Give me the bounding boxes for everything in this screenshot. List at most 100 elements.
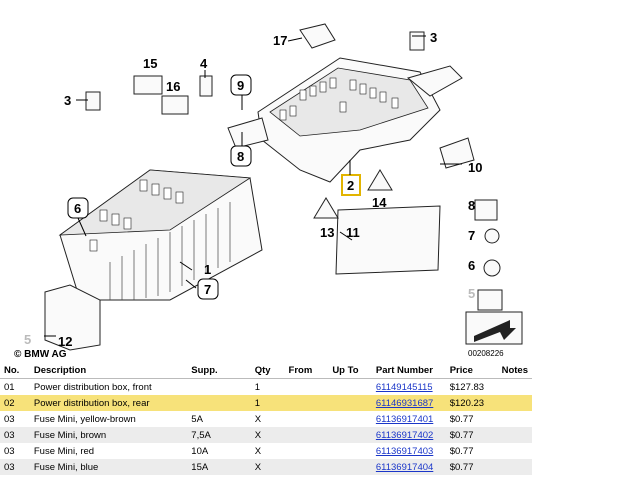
cell-supp xyxy=(187,378,251,395)
callout-labels: 17 3 15 4 16 3 9 8 2 14 10 6 13 11 1 7 8… xyxy=(14,30,504,360)
cell-part-number: 61136917402 xyxy=(371,427,446,443)
cell-notes xyxy=(497,443,532,459)
cell-no: 03 xyxy=(0,411,30,427)
copyright: © BMW AG xyxy=(14,349,67,360)
cell-notes xyxy=(497,459,532,475)
cell-no: 03 xyxy=(0,443,30,459)
diagram-number: 00208226 xyxy=(468,349,504,358)
table-row-highlighted: 02 Power distribution box, rear 1 611469… xyxy=(0,395,532,411)
cell-no: 01 xyxy=(0,378,30,395)
callout-3-left: 3 xyxy=(64,93,71,108)
cell-up-to xyxy=(328,443,372,459)
parts-table: No. Description Supp. Qty From Up To Par… xyxy=(0,362,532,475)
cell-description: Power distribution box, rear xyxy=(29,395,188,411)
cell-from xyxy=(284,395,329,411)
callout-13: 13 xyxy=(320,225,334,240)
callout-1: 1 xyxy=(204,262,211,277)
part-number-link[interactable]: 61136917401 xyxy=(375,413,434,425)
cell-price: $120.23 xyxy=(445,395,498,411)
cell-up-to xyxy=(328,378,372,395)
cell-from xyxy=(284,378,329,395)
header-up-to: Up To xyxy=(328,362,372,379)
header-from: From xyxy=(284,362,329,379)
cell-description: Fuse Mini, red xyxy=(29,443,188,459)
cell-from xyxy=(284,459,329,475)
callout-4: 4 xyxy=(200,56,208,71)
cell-notes xyxy=(497,411,532,427)
callout-5-right: 5 xyxy=(468,286,475,301)
header-price: Price xyxy=(445,362,498,379)
cell-price: $127.83 xyxy=(445,378,498,395)
header-supp: Supp. xyxy=(187,362,251,379)
callout-12: 12 xyxy=(58,334,72,349)
part-number-link[interactable]: 61146931687 xyxy=(375,397,434,409)
table-row: 03 Fuse Mini, blue 15A X 61136917404 $0.… xyxy=(0,459,532,475)
cell-qty: X xyxy=(250,459,285,475)
part-number-link[interactable]: 61136917403 xyxy=(375,445,434,457)
callout-15: 15 xyxy=(143,56,157,71)
cell-supp: 10A xyxy=(187,443,251,459)
cell-from xyxy=(284,427,329,443)
callout-5-left: 5 xyxy=(24,332,31,347)
header-qty: Qty xyxy=(250,362,285,379)
part-number-link[interactable]: 61136917402 xyxy=(375,429,434,441)
cell-qty: X xyxy=(250,443,285,459)
cell-up-to xyxy=(328,411,372,427)
header-part-number: Part Number xyxy=(371,362,446,379)
header-no: No. xyxy=(0,362,30,379)
cell-qty: X xyxy=(250,411,285,427)
callout-9: 9 xyxy=(237,78,244,93)
cell-description: Fuse Mini, blue xyxy=(29,459,188,475)
cell-up-to xyxy=(328,459,372,475)
cell-notes xyxy=(497,427,532,443)
callout-11: 11 xyxy=(346,225,360,240)
callout-10: 10 xyxy=(468,160,482,175)
table-row: 01 Power distribution box, front 1 61149… xyxy=(0,378,532,395)
part-number-link[interactable]: 61149145115 xyxy=(375,381,433,393)
cell-price: $0.77 xyxy=(445,411,498,427)
cell-price: $0.77 xyxy=(445,427,498,443)
cell-no: 03 xyxy=(0,427,30,443)
cell-part-number: 61149145115 xyxy=(371,378,446,395)
cell-supp xyxy=(187,395,251,411)
cell-description: Fuse Mini, brown xyxy=(29,427,188,443)
cell-part-number: 61136917403 xyxy=(371,443,446,459)
leader-lines xyxy=(44,35,462,337)
parts-diagram: 17 3 15 4 16 3 9 8 2 14 10 6 13 11 1 7 8… xyxy=(14,23,523,360)
cell-supp: 7,5A xyxy=(187,427,251,443)
callout-3: 3 xyxy=(430,30,437,45)
cell-description: Power distribution box, front xyxy=(29,378,188,395)
callout-17: 17 xyxy=(273,33,287,48)
cell-part-number: 61136917401 xyxy=(371,411,446,427)
cell-notes xyxy=(497,395,532,411)
callout-16: 16 xyxy=(166,79,180,94)
callout-2: 2 xyxy=(347,178,354,193)
cell-up-to xyxy=(328,427,372,443)
part-number-link[interactable]: 61136917404 xyxy=(375,461,434,473)
header-notes: Notes xyxy=(497,362,532,379)
cell-no: 03 xyxy=(0,459,30,475)
rear-distribution-box-drawing xyxy=(227,57,463,183)
cell-price: $0.77 xyxy=(445,443,498,459)
table-row: 03 Fuse Mini, red 10A X 61136917403 $0.7… xyxy=(0,443,532,459)
cell-qty: X xyxy=(250,427,285,443)
header-description: Description xyxy=(29,362,188,379)
cell-supp: 5A xyxy=(187,411,251,427)
table-row: 03 Fuse Mini, yellow-brown 5A X 61136917… xyxy=(0,411,532,427)
front-distribution-box-drawing xyxy=(44,169,263,351)
cell-price: $0.77 xyxy=(445,459,498,475)
callout-8-right: 8 xyxy=(468,198,475,213)
cell-part-number: 61136917404 xyxy=(371,459,446,475)
cell-part-number: 61146931687 xyxy=(371,395,446,411)
callout-7: 7 xyxy=(204,282,211,297)
table-row: 03 Fuse Mini, brown 7,5A X 61136917402 $… xyxy=(0,427,532,443)
cell-supp: 15A xyxy=(187,459,251,475)
callout-8: 8 xyxy=(237,149,244,164)
table-header-row: No. Description Supp. Qty From Up To Par… xyxy=(0,362,532,379)
cell-up-to xyxy=(328,395,372,411)
cell-qty: 1 xyxy=(250,378,285,395)
callout-7-right: 7 xyxy=(468,228,475,243)
callout-14: 14 xyxy=(372,195,387,210)
cell-notes xyxy=(497,378,532,395)
callout-6-right: 6 xyxy=(468,258,475,273)
